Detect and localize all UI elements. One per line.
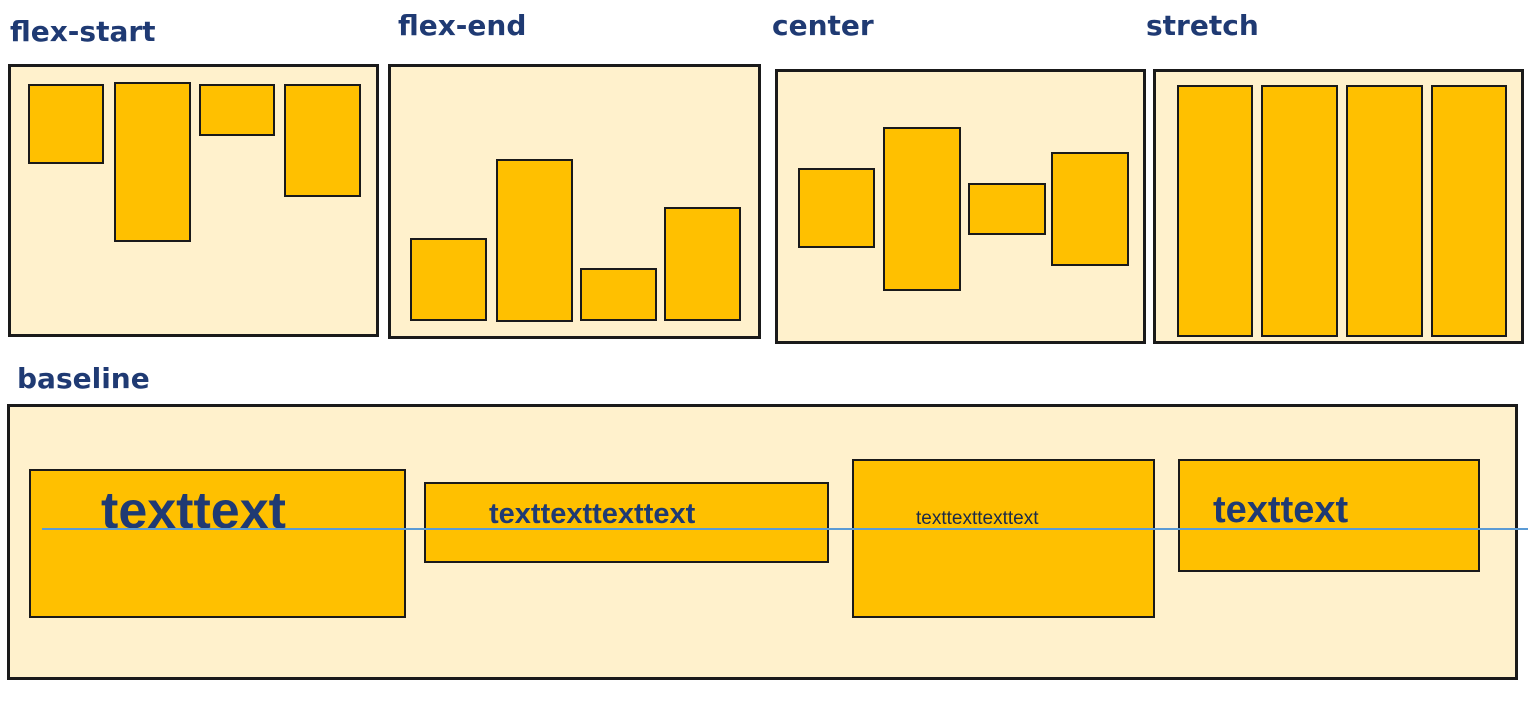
baseline-label: baseline xyxy=(17,362,150,395)
center-container xyxy=(775,69,1146,344)
baseline-item-2: texttexttexttext xyxy=(424,482,829,563)
baseline-item-4-text: texttext xyxy=(1213,489,1349,531)
flex-start-item-3 xyxy=(199,84,275,136)
baseline-guide-line xyxy=(42,528,1528,530)
baseline-item-4: texttext xyxy=(1178,459,1480,572)
center-item-4 xyxy=(1051,152,1129,266)
baseline-item-1: texttext xyxy=(29,469,406,618)
flex-start-item-4 xyxy=(284,84,361,197)
stretch-item-3 xyxy=(1346,85,1423,337)
flex-start-item-2 xyxy=(114,82,191,242)
stretch-item-4 xyxy=(1431,85,1507,337)
flex-end-item-2 xyxy=(496,159,573,322)
stretch-container xyxy=(1153,69,1524,344)
center-item-1 xyxy=(798,168,875,248)
flex-end-container xyxy=(388,64,761,339)
flex-end-label: flex-end xyxy=(398,9,527,42)
flex-end-item-1 xyxy=(410,238,487,321)
center-item-3 xyxy=(968,183,1046,235)
flex-end-item-4 xyxy=(664,207,741,321)
baseline-item-2-text: texttexttexttext xyxy=(489,498,696,530)
baseline-item-3: texttexttexttext xyxy=(852,459,1155,618)
flex-start-item-1 xyxy=(28,84,104,164)
center-item-2 xyxy=(883,127,961,291)
stretch-item-1 xyxy=(1177,85,1253,337)
center-label: center xyxy=(772,9,874,42)
flex-end-item-3 xyxy=(580,268,657,321)
stretch-item-2 xyxy=(1261,85,1338,337)
baseline-item-3-text: texttexttexttext xyxy=(916,508,1039,529)
flex-start-label: flex-start xyxy=(10,15,156,48)
flex-start-container xyxy=(8,64,379,337)
stretch-label: stretch xyxy=(1146,9,1259,42)
baseline-container: texttext texttexttexttext texttexttextte… xyxy=(7,404,1518,680)
